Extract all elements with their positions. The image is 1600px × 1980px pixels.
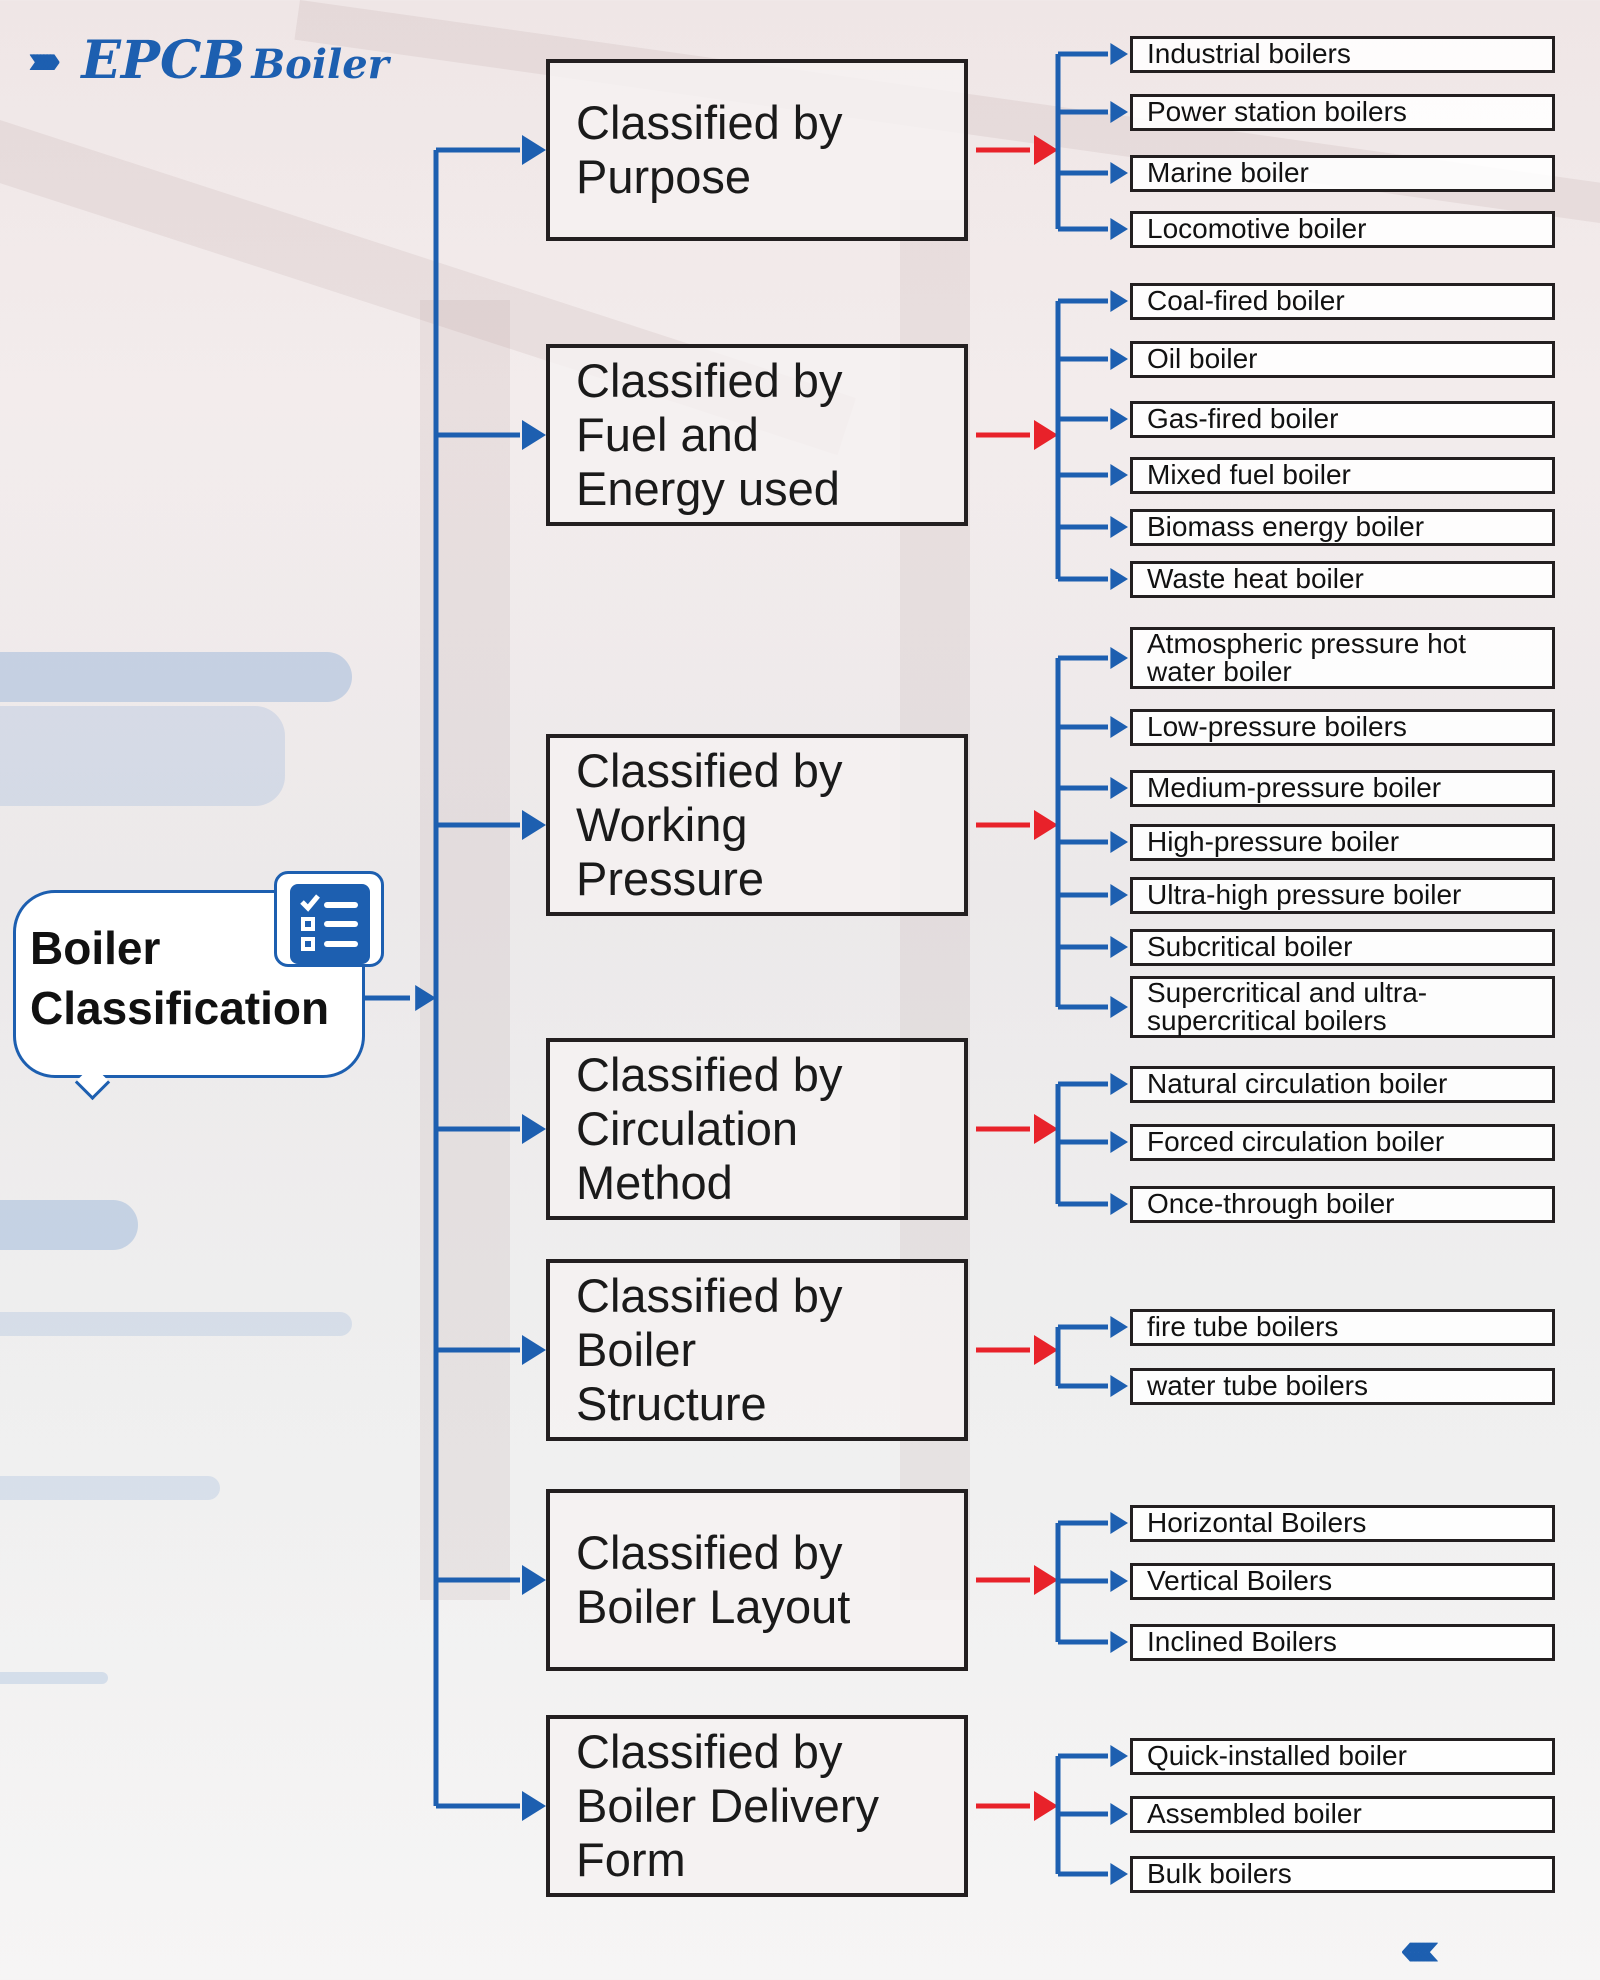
arrow-head <box>1110 1803 1128 1825</box>
subcategory-item: Marine boiler <box>1130 154 1555 192</box>
category-box: Classified by Circulation Method <box>546 1038 968 1220</box>
arrow-head <box>522 1114 546 1144</box>
subcategory-item: water tube boilers <box>1130 1367 1555 1405</box>
decor-pill <box>0 1200 138 1250</box>
arrow-head <box>1110 516 1128 538</box>
arrow-head <box>1110 716 1128 738</box>
red-arrow-head <box>1034 1791 1058 1821</box>
category-box: Classified by Boiler Structure <box>546 1259 968 1441</box>
subcategory-item: Quick-installed boiler <box>1130 1737 1555 1775</box>
arrow-head <box>1110 162 1128 184</box>
subcategory-item: Natural circulation boiler <box>1130 1065 1555 1103</box>
arrow-head <box>415 985 436 1011</box>
category-box: Classified by Fuel and Energy used <box>546 344 968 526</box>
decor-pill <box>0 1672 108 1684</box>
arrow-head <box>1110 348 1128 370</box>
subcategory-item: Medium-pressure boiler <box>1130 769 1555 807</box>
red-arrow-head <box>1034 420 1058 450</box>
subcategory-item: Once-through boiler <box>1130 1185 1555 1223</box>
decor-pill <box>0 1312 352 1336</box>
arrow-head <box>1110 831 1128 853</box>
arrow-head <box>1110 936 1128 958</box>
red-arrow-head <box>1034 1565 1058 1595</box>
arrow-head <box>522 420 546 450</box>
red-arrow-head <box>1034 1335 1058 1365</box>
chevrons-left-icon: ‹‹‹‹‹‹‹ <box>1400 1923 1440 1976</box>
arrow-head <box>1110 1863 1128 1885</box>
subcategory-item: Biomass energy boiler <box>1130 508 1555 546</box>
arrow-head <box>1110 101 1128 123</box>
subcategory-item: Coal-fired boiler <box>1130 282 1555 320</box>
arrow-head <box>1110 43 1128 65</box>
arrow-head <box>522 135 546 165</box>
subcategory-item: Assembled boiler <box>1130 1795 1555 1833</box>
arrow-head <box>1110 1631 1128 1653</box>
subcategory-item: Low-pressure boilers <box>1130 708 1555 746</box>
red-arrow-head <box>1034 1114 1058 1144</box>
arrow-head <box>1110 884 1128 906</box>
arrow-head <box>1110 218 1128 240</box>
subcategory-item: Power station boilers <box>1130 93 1555 131</box>
subcategory-item: Locomotive boiler <box>1130 210 1555 248</box>
arrow-head <box>1110 647 1128 669</box>
subcategory-item: Vertical Boilers <box>1130 1562 1555 1600</box>
subcategory-item: Atmospheric pressure hot water boiler <box>1130 627 1555 689</box>
arrow-head <box>1110 408 1128 430</box>
category-box: Classified by Working Pressure <box>546 734 968 916</box>
arrow-head <box>1110 1131 1128 1153</box>
arrow-head <box>1110 1193 1128 1215</box>
subcategory-item: Supercritical and ultra-supercritical bo… <box>1130 976 1555 1038</box>
red-arrow-head <box>1034 135 1058 165</box>
arrow-head <box>522 1335 546 1365</box>
arrow-head <box>1110 1512 1128 1534</box>
arrow-head <box>1110 1073 1128 1095</box>
subcategory-item: High-pressure boiler <box>1130 823 1555 861</box>
red-arrow-head <box>1034 810 1058 840</box>
subcategory-item: Inclined Boilers <box>1130 1623 1555 1661</box>
brand-suffix: Boiler <box>251 41 389 88</box>
arrow-head <box>1110 1745 1128 1767</box>
root-title: Boiler Classification <box>30 922 330 1034</box>
subcategory-item: Waste heat boiler <box>1130 560 1555 598</box>
arrow-head <box>522 1791 546 1821</box>
arrow-head <box>1110 464 1128 486</box>
subcategory-item: Horizontal Boilers <box>1130 1504 1555 1542</box>
subcategory-item: Bulk boilers <box>1130 1855 1555 1893</box>
subcategory-item: Ultra-high pressure boiler <box>1130 876 1555 914</box>
checklist-icon <box>290 884 370 964</box>
category-box: Classified by Boiler Layout <box>546 1489 968 1671</box>
subcategory-item: fire tube boilers <box>1130 1308 1555 1346</box>
decor-pill <box>0 652 352 702</box>
arrow-head <box>1110 1375 1128 1397</box>
subcategory-item: Forced circulation boiler <box>1130 1123 1555 1161</box>
brand-main: EPCB <box>81 30 246 91</box>
arrow-head <box>1110 996 1128 1018</box>
arrow-head <box>1110 1316 1128 1338</box>
category-box: Classified by Boiler Delivery Form <box>546 1715 968 1897</box>
arrow-head <box>1110 777 1128 799</box>
arrow-head <box>522 1565 546 1595</box>
subcategory-item: Subcritical boiler <box>1130 928 1555 966</box>
decor-pill <box>0 706 285 806</box>
subcategory-item: Mixed fuel boiler <box>1130 456 1555 494</box>
category-box: Classified by Purpose <box>546 59 968 241</box>
arrow-head <box>1110 1570 1128 1592</box>
decor-pill <box>0 1476 220 1500</box>
subcategory-item: Industrial boilers <box>1130 35 1555 73</box>
arrow-head <box>522 810 546 840</box>
arrow-head <box>1110 568 1128 590</box>
arrow-head <box>1110 290 1128 312</box>
subcategory-item: Gas-fired boiler <box>1130 400 1555 438</box>
subcategory-item: Oil boiler <box>1130 340 1555 378</box>
